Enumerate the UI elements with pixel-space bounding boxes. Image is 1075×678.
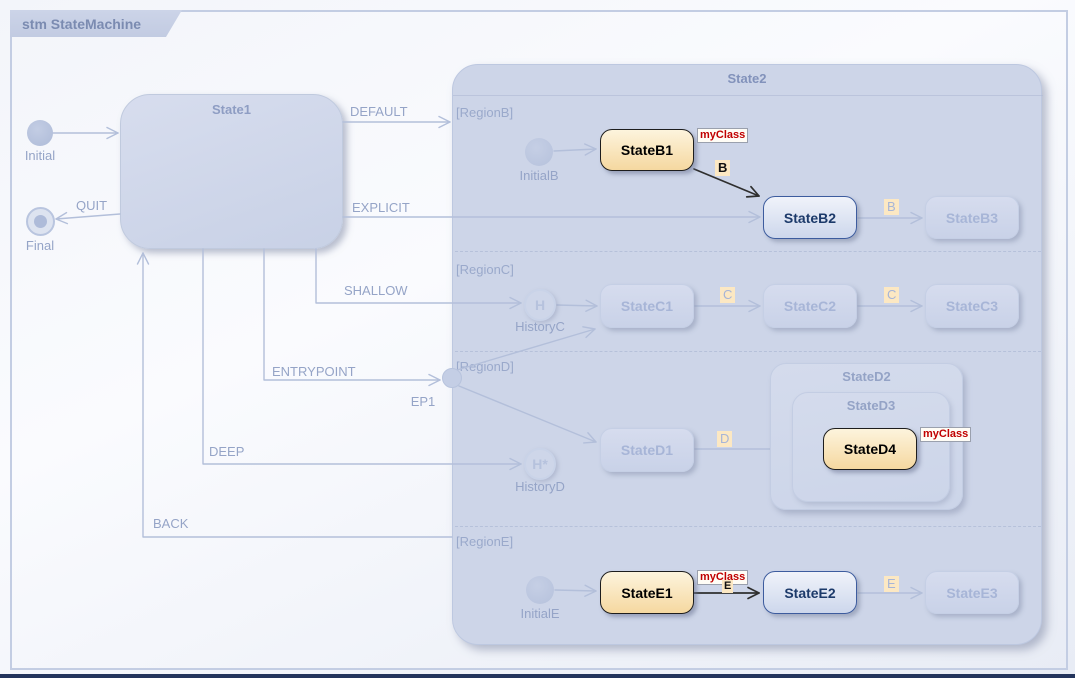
- entrypoint-transition-label: ENTRYPOINT: [272, 364, 356, 379]
- region-separator-c-d: [455, 351, 1041, 352]
- statee1-node[interactable]: StateE1: [600, 571, 694, 614]
- region-d-label: [RegionD]: [456, 359, 514, 374]
- transition-historyc-to-statec1[interactable]: [556, 299, 598, 312]
- d1-d4-event-label: D: [717, 431, 733, 447]
- stated4-node[interactable]: StateD4: [823, 428, 917, 470]
- transition-shallow-state1-to-historyc[interactable]: [315, 248, 522, 310]
- region-separator-d-e: [455, 526, 1041, 527]
- window-bottom-edge: [0, 674, 1075, 678]
- statee1-title: StateE1: [621, 584, 673, 601]
- shallow-transition-label: SHALLOW: [344, 283, 408, 298]
- initialb-label: InitialB: [519, 168, 559, 183]
- transition-ep1-to-statec1[interactable]: [456, 326, 596, 371]
- e1-e2-stereotype-label: myClass: [697, 570, 749, 585]
- historyd-node[interactable]: H*: [524, 448, 556, 480]
- region-separator-b-c: [455, 251, 1041, 252]
- diagram-title: stm StateMachine: [22, 15, 142, 32]
- back-transition-label: BACK: [153, 516, 189, 531]
- statec1-title: StateC1: [620, 298, 674, 314]
- state1-title: State1: [211, 102, 252, 117]
- transition-back-state2-to-state1[interactable]: [136, 252, 453, 538]
- initial-node[interactable]: [27, 120, 53, 146]
- b1-b2-event-label: B: [715, 160, 731, 176]
- historyc-label: HistoryC: [515, 319, 565, 334]
- transition-statee1-to-statee2[interactable]: [693, 586, 760, 600]
- transition-default-state1-to-state2[interactable]: [342, 115, 451, 129]
- initiale-node[interactable]: [526, 576, 554, 604]
- transition-explicit-state1-to-stateb2[interactable]: [342, 210, 761, 224]
- initial-label: Initial: [24, 148, 56, 163]
- statec2-title: StateC2: [783, 298, 837, 314]
- transition-statec2-to-statec3[interactable]: [857, 299, 923, 313]
- state1-node[interactable]: State1: [120, 94, 343, 249]
- state2-node[interactable]: State2: [452, 64, 1043, 645]
- stated2-title: StateD2: [842, 369, 891, 384]
- c2-c3-event-label: C: [884, 287, 900, 303]
- explicit-transition-label: EXPLICIT: [352, 200, 410, 215]
- stateb1-title: StateB1: [620, 142, 674, 158]
- default-transition-label: DEFAULT: [350, 104, 408, 119]
- statec3-title: StateC3: [945, 298, 999, 314]
- historyc-node[interactable]: H: [524, 289, 556, 321]
- transition-stateb1-to-stateb2[interactable]: [693, 168, 760, 198]
- statec1-node[interactable]: StateC1: [600, 284, 694, 328]
- initiale-label: InitialE: [520, 606, 560, 621]
- historyd-label: HistoryD: [515, 479, 565, 494]
- ep1-node[interactable]: [442, 368, 462, 388]
- transition-initial-to-state1[interactable]: [52, 126, 119, 140]
- statee2-title: StateE2: [784, 584, 836, 601]
- statec3-node[interactable]: StateC3: [925, 284, 1019, 328]
- deep-transition-label: DEEP: [209, 444, 245, 459]
- stated1-title: StateD1: [620, 442, 674, 458]
- statee2-node[interactable]: StateE2: [763, 571, 857, 614]
- e1-e2-event-label: E: [722, 580, 734, 593]
- stateb3-node[interactable]: StateB3: [925, 196, 1019, 239]
- e2-e3-event-label: E: [884, 576, 899, 592]
- transition-ep1-to-stated1[interactable]: [458, 385, 597, 444]
- transition-statec1-to-statec2[interactable]: [694, 299, 761, 313]
- transition-initiale-to-statee1[interactable]: [554, 584, 597, 597]
- diagram-frame-border: [10, 10, 1068, 670]
- region-c-label: [RegionC]: [456, 262, 514, 277]
- stated4-title: StateD4: [843, 441, 897, 457]
- transition-entrypoint-state1-to-ep1[interactable]: [263, 248, 441, 387]
- stated4-stereotype-label: myClass: [920, 427, 972, 442]
- initialb-node[interactable]: [525, 138, 553, 166]
- region-b-label: [RegionB]: [456, 105, 514, 120]
- stateb2-title: StateB2: [783, 209, 837, 226]
- stateb1-node[interactable]: StateB1: [600, 129, 694, 171]
- transition-initialb-to-stateb1[interactable]: [553, 143, 597, 156]
- transition-deep-state1-to-historyd[interactable]: [202, 248, 522, 471]
- historyc-symbol: H: [534, 297, 546, 313]
- transition-stateb2-to-stateb3[interactable]: [857, 211, 923, 225]
- statee3-node[interactable]: StateE3: [925, 571, 1019, 614]
- b2-b3-event-label: B: [884, 199, 899, 215]
- stateb3-title: StateB3: [945, 209, 999, 226]
- state2-title: State2: [727, 71, 767, 86]
- final-node[interactable]: [26, 207, 55, 236]
- stateb2-node[interactable]: StateB2: [763, 196, 857, 239]
- final-node-dot: [34, 215, 47, 228]
- region-e-label: [RegionE]: [456, 534, 514, 549]
- stated3-title: StateD3: [846, 398, 896, 413]
- quit-transition-label: QUIT: [76, 198, 108, 213]
- diagram-frame-tab[interactable]: stm StateMachine: [10, 10, 182, 37]
- historyd-symbol: H*: [532, 456, 548, 472]
- statec2-node[interactable]: StateC2: [763, 284, 857, 328]
- state2-title-separator: [453, 95, 1043, 96]
- c1-c2-event-label: C: [720, 287, 736, 303]
- transition-statee2-to-statee3[interactable]: [857, 586, 923, 600]
- stateb1-stereotype-label: myClass: [697, 128, 749, 143]
- statee3-title: StateE3: [946, 584, 998, 601]
- final-label: Final: [25, 238, 55, 253]
- transition-quit-state1-to-final[interactable]: [55, 211, 121, 225]
- stated1-node[interactable]: StateD1: [600, 428, 694, 472]
- ep1-label: EP1: [410, 394, 436, 409]
